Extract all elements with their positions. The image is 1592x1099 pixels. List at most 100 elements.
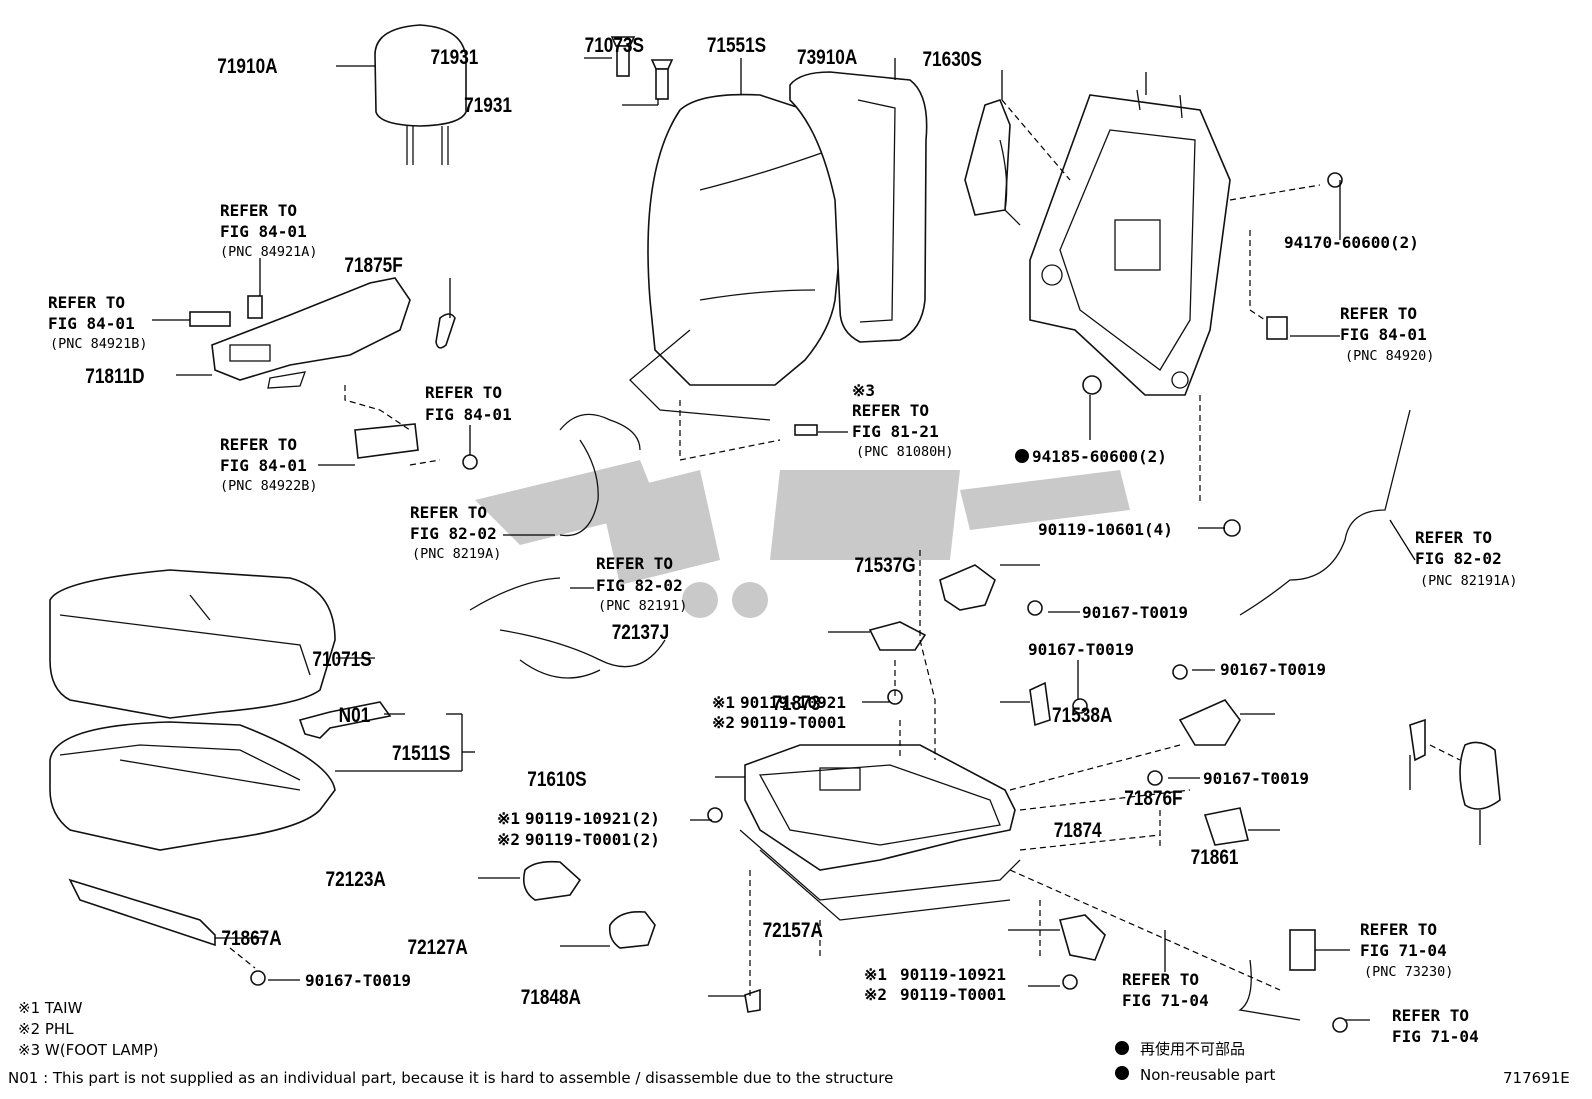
ref6-line2: FIG 82-02 bbox=[596, 576, 683, 595]
ref7-line1: REFER TO bbox=[852, 401, 929, 420]
label-90119-10921-b: 90119-10921(2) bbox=[525, 809, 660, 828]
label-71071S: 71071S bbox=[312, 649, 372, 672]
ref11-line1: REFER TO bbox=[1360, 920, 1437, 939]
ref3-line2: FIG 84-01 bbox=[425, 405, 512, 424]
ref6-line1: REFER TO bbox=[596, 554, 673, 573]
label-71861: 71861 bbox=[1191, 847, 1239, 870]
legend-foot-lamp: ※3 W(FOOT LAMP) bbox=[18, 1041, 159, 1059]
seat-cushion-cover-drawing bbox=[49, 569, 336, 719]
ref2-line2: FIG 84-01 bbox=[48, 314, 135, 333]
ref11-line3: (PNC 73230) bbox=[1364, 964, 1453, 980]
ref7-line2: FIG 81-21 bbox=[852, 422, 939, 441]
ref1-line3: (PNC 84921A) bbox=[220, 244, 318, 260]
label-90119-10921-c: 90119-10921 bbox=[900, 965, 1006, 984]
headrest-guide-drawing bbox=[610, 36, 674, 100]
legend-notes: ※1 TAIW ※2 PHL ※3 W(FOOT LAMP) N01 : Thi… bbox=[8, 999, 1570, 1087]
label-71874: 71874 bbox=[1054, 820, 1102, 843]
label-71610S: 71610S bbox=[527, 769, 587, 792]
non-reusable-dot bbox=[1015, 449, 1029, 463]
label-71875F: 71875F bbox=[344, 255, 403, 278]
ref9-line1: REFER TO bbox=[1415, 528, 1492, 547]
mark-2-b: ※2 bbox=[497, 830, 520, 849]
label-N01: N01 bbox=[339, 705, 371, 728]
label-71538A: 71538A bbox=[1052, 705, 1112, 728]
ref10-line2: FIG 71-04 bbox=[1122, 991, 1209, 1010]
n01-bracket-drawing bbox=[298, 701, 392, 739]
legend-taiw: ※1 TAIW bbox=[18, 999, 83, 1017]
legend-dot-jp bbox=[1115, 1041, 1129, 1055]
mark-1-c: ※1 bbox=[864, 965, 887, 984]
mark-1-b: ※1 bbox=[497, 809, 520, 828]
label-72127A: 72127A bbox=[408, 937, 468, 960]
label-90167-T0019-b: 90167-T0019 bbox=[1028, 640, 1134, 659]
label-90167-T0019-d: 90167-T0019 bbox=[1203, 769, 1309, 788]
label-90119-T0001-a: 90119-T0001 bbox=[740, 713, 846, 732]
ref4-line3: (PNC 84922B) bbox=[220, 478, 318, 494]
label-71511S: 71511S bbox=[392, 743, 451, 766]
refer-to-labels: REFER TO FIG 84-01 (PNC 84921A) REFER TO… bbox=[48, 201, 1518, 1046]
ref9-line3: (PNC 82191A) bbox=[1420, 573, 1518, 589]
label-72157A: 72157A bbox=[763, 920, 823, 943]
ref8-line3: (PNC 84920) bbox=[1345, 348, 1434, 364]
seatback-frame-drawing bbox=[1029, 89, 1231, 396]
legend-dot-en bbox=[1115, 1066, 1129, 1080]
label-94170-60600: 94170-60600(2) bbox=[1284, 233, 1419, 252]
ref8-line1: REFER TO bbox=[1340, 304, 1417, 323]
ref4-line1: REFER TO bbox=[220, 435, 297, 454]
part-number-labels: 71910A 71931 71931 71073S 71551S 73910A … bbox=[85, 35, 1419, 1010]
ref5-line2: FIG 82-02 bbox=[410, 524, 497, 543]
label-71910A: 71910A bbox=[217, 56, 277, 79]
ref5-line1: REFER TO bbox=[410, 503, 487, 522]
label-71873: 71873 bbox=[772, 693, 820, 716]
seat-cushion-pad-drawing bbox=[49, 721, 336, 851]
seatback-cover-drawing bbox=[629, 93, 851, 421]
mark-1-a: ※1 bbox=[712, 693, 735, 712]
lumbar-drawing bbox=[964, 99, 1021, 226]
label-90119-T0001-c: 90119-T0001 bbox=[900, 985, 1006, 1004]
ref1-line1: REFER TO bbox=[220, 201, 297, 220]
leader-lines bbox=[152, 57, 1481, 1021]
label-71931-lower: 71931 bbox=[464, 95, 512, 118]
label-73910A: 73910A bbox=[797, 47, 857, 70]
diagram-code: 717691E bbox=[1503, 1069, 1570, 1087]
mark-2-c: ※2 bbox=[864, 985, 887, 1004]
ref10-line1: REFER TO bbox=[1122, 970, 1199, 989]
label-71630S: 71630S bbox=[923, 49, 983, 72]
label-90167-T0019-c: 90167-T0019 bbox=[1220, 660, 1326, 679]
label-71848A: 71848A bbox=[521, 987, 581, 1010]
mark-3: ※3 bbox=[852, 381, 875, 400]
headrest-drawing bbox=[374, 24, 467, 165]
seatback-pad-drawing bbox=[789, 71, 928, 343]
label-72137J: 72137J bbox=[612, 622, 669, 645]
ref4-line2: FIG 84-01 bbox=[220, 456, 307, 475]
label-71551S: 71551S bbox=[707, 35, 767, 58]
watermark-logo bbox=[475, 460, 1130, 618]
ref11-line2: FIG 71-04 bbox=[1360, 941, 1447, 960]
label-90119-T0001-b: 90119-T0001(2) bbox=[525, 830, 660, 849]
label-72123A: 72123A bbox=[326, 869, 386, 892]
ref2-line1: REFER TO bbox=[48, 293, 125, 312]
mark-2-a: ※2 bbox=[712, 713, 735, 732]
label-71537G: 71537G bbox=[854, 555, 915, 578]
ref3-line1: REFER TO bbox=[425, 383, 502, 402]
ref5-line3: (PNC 8219A) bbox=[412, 546, 501, 562]
recliner-cover-drawing bbox=[211, 277, 411, 389]
ref12-line1: REFER TO bbox=[1392, 1006, 1469, 1025]
ref2-line3: (PNC 84921B) bbox=[50, 336, 148, 352]
adjuster-covers-drawing bbox=[522, 860, 761, 1013]
small-switch-drawings bbox=[189, 172, 1343, 537]
label-71811D: 71811D bbox=[85, 366, 144, 389]
ref6-line3: (PNC 82191) bbox=[598, 598, 687, 614]
label-71931-upper: 71931 bbox=[431, 47, 479, 70]
ref1-line2: FIG 84-01 bbox=[220, 222, 307, 241]
ref8-line2: FIG 84-01 bbox=[1340, 325, 1427, 344]
ref7-line3: (PNC 81080H) bbox=[856, 444, 954, 460]
ref12-line2: FIG 71-04 bbox=[1392, 1027, 1479, 1046]
side-trim-drawing bbox=[68, 878, 266, 986]
side-brackets-drawing bbox=[707, 564, 1501, 1033]
label-90119-10601: 90119-10601(4) bbox=[1038, 520, 1173, 539]
legend-n01-note: N01 : This part is not supplied as an in… bbox=[8, 1069, 893, 1087]
legend-non-reusable-jp: 再使用不可部品 bbox=[1140, 1040, 1245, 1058]
label-90167-T0019-a: 90167-T0019 bbox=[1082, 603, 1188, 622]
